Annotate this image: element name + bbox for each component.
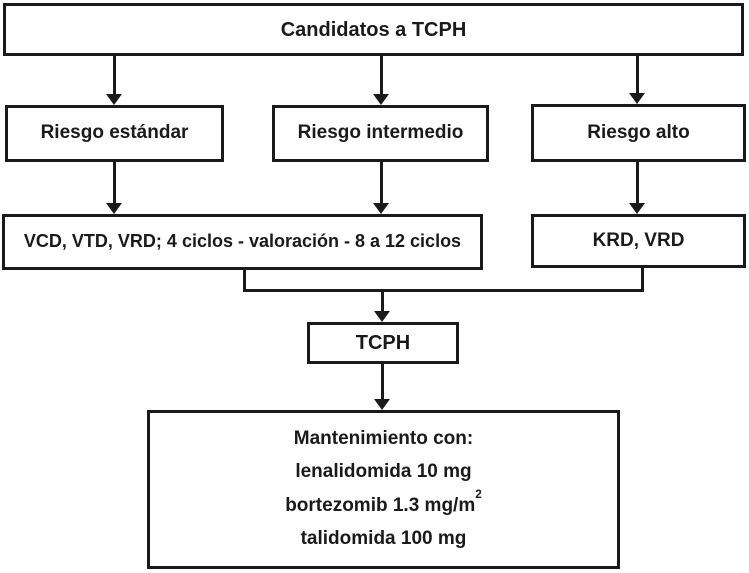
node-candidatos-tcph: Candidatos a TCPH (3, 3, 744, 56)
arrowhead-down-icon (374, 399, 390, 410)
connector-vcd-down-line (243, 268, 246, 292)
arrow-tcph-to-mantenimiento (374, 364, 390, 410)
node-riesgo-estandar: Riesgo estándar (5, 105, 224, 162)
arrow-shaft (635, 162, 639, 203)
arrowhead-down-icon (373, 94, 389, 105)
node-tcph-label: TCPH (355, 332, 411, 354)
arrow-shaft (380, 291, 384, 311)
node-riesgo-alto-label: Riesgo alto (587, 121, 690, 143)
maintenance-line-bortezomib-text: bortezomib 1.3 mg/m (285, 494, 476, 516)
maintenance-line-talidomida: talidomida 100 mg (300, 527, 467, 550)
arrowhead-down-icon (629, 93, 645, 104)
maintenance-line-heading-text: Mantenimiento con: (293, 428, 474, 450)
arrow-riesgo-intermedio-to-vcd (373, 162, 389, 214)
maintenance-line-lenalidomida: lenalidomida 10 mg (295, 462, 471, 483)
arrow-join-to-tcph (374, 291, 390, 322)
arrowhead-down-icon (106, 203, 122, 214)
maintenance-line-heading: Mantenimiento con: (293, 428, 474, 450)
arrow-riesgo-estandar-to-vcd (106, 162, 122, 214)
arrow-shaft (379, 162, 383, 203)
arrow-shaft (380, 364, 384, 399)
node-vcd-vtd-vrd-label: VCD, VTD, VRD; 4 ciclos - valoración - 8… (23, 231, 462, 252)
arrow-root-to-riesgo-estandar (106, 56, 122, 105)
node-tcph: TCPH (307, 322, 459, 364)
connector-horizontal-join-line (243, 289, 644, 292)
arrow-riesgo-alto-to-krd (629, 162, 645, 214)
node-vcd-vtd-vrd: VCD, VTD, VRD; 4 ciclos - valoración - 8… (2, 214, 483, 270)
arrow-root-to-riesgo-alto (629, 56, 645, 104)
arrowhead-down-icon (629, 203, 645, 214)
node-krd-vrd: KRD, VRD (531, 214, 746, 268)
arrowhead-down-icon (374, 311, 390, 322)
connector-krd-down-line (641, 265, 644, 292)
node-candidatos-tcph-label: Candidatos a TCPH (280, 18, 467, 41)
arrow-shaft (112, 162, 116, 203)
node-mantenimiento: Mantenimiento con: lenalidomida 10 mg bo… (147, 410, 620, 569)
maintenance-line-bortezomib-sup: 2 (475, 488, 482, 501)
node-krd-vrd-label: KRD, VRD (592, 229, 685, 251)
node-riesgo-intermedio-label: Riesgo intermedio (297, 122, 464, 144)
maintenance-line-talidomida-text: talidomida 100 mg (300, 527, 467, 549)
maintenance-line-bortezomib: bortezomib 1.3 mg/m2 (285, 489, 482, 517)
arrow-shaft (379, 56, 383, 94)
node-riesgo-alto: Riesgo alto (531, 104, 746, 162)
maintenance-line-lenalidomida-text: lenalidomida 10 mg (295, 461, 472, 483)
arrow-root-to-riesgo-intermedio (373, 56, 389, 105)
node-riesgo-intermedio: Riesgo intermedio (272, 105, 489, 162)
arrow-shaft (635, 56, 639, 93)
arrow-shaft (112, 56, 116, 94)
arrowhead-down-icon (373, 203, 389, 214)
node-riesgo-estandar-label: Riesgo estándar (40, 122, 189, 144)
arrowhead-down-icon (106, 94, 122, 105)
